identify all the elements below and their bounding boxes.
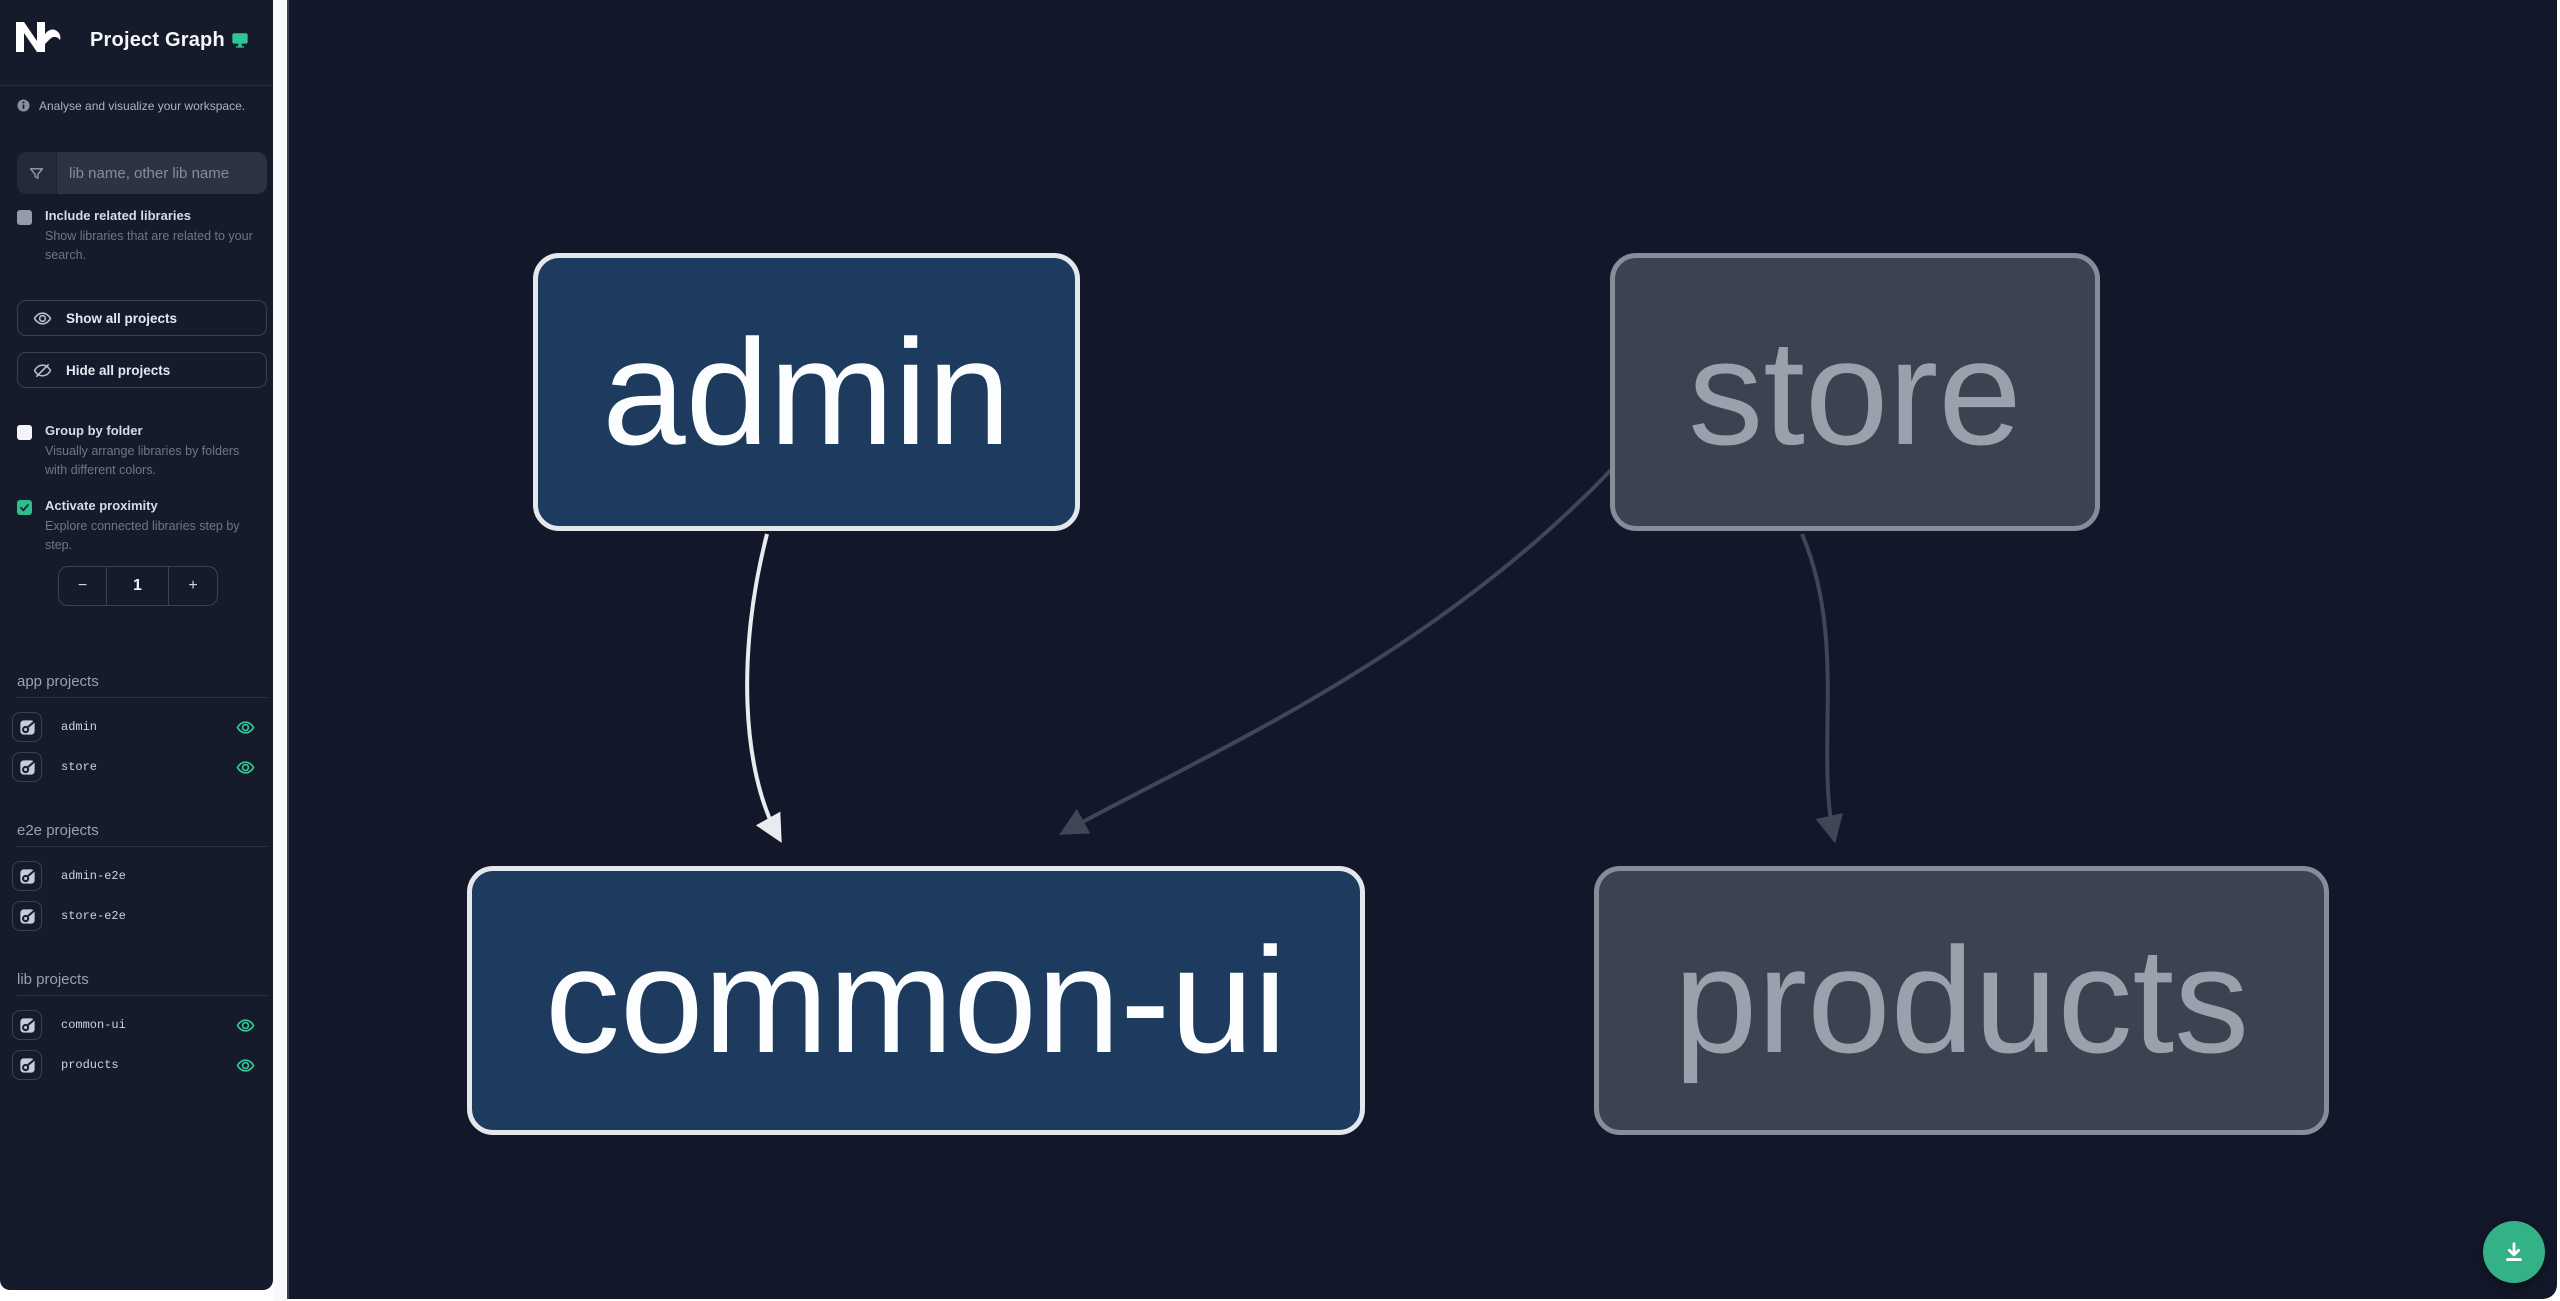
group-by-folder-checkbox[interactable] bbox=[17, 425, 32, 440]
focus-icon bbox=[18, 758, 36, 776]
include-related-group: Include related libraries Show libraries… bbox=[17, 208, 263, 265]
filter-input-group bbox=[17, 152, 267, 194]
filter-funnel-icon bbox=[17, 152, 57, 194]
checkmark-icon bbox=[20, 504, 29, 512]
app-title: Project Graph bbox=[90, 29, 225, 51]
hide-all-projects-label: Hide all projects bbox=[66, 362, 171, 378]
edge-store-to-products[interactable] bbox=[1800, 533, 1843, 844]
tagline-row: Analyse and visualize your workspace. bbox=[17, 98, 263, 114]
graph-edges bbox=[745, 468, 1843, 844]
eye-off-icon bbox=[33, 363, 52, 377]
focus-project-button[interactable] bbox=[12, 861, 42, 891]
visibility-eye-icon[interactable] bbox=[236, 758, 255, 777]
project-row-admin: admin bbox=[12, 712, 267, 742]
include-related-description: Show libraries that are related to your … bbox=[45, 229, 253, 262]
sidebar: Project Graph Analyse and visualize your… bbox=[0, 0, 273, 1290]
project-row-products: products bbox=[12, 1050, 267, 1080]
activate-proximity-checkbox[interactable] bbox=[17, 500, 32, 515]
nx-logo-icon bbox=[14, 20, 62, 54]
section-e2e-projects: e2e projects bbox=[17, 822, 267, 847]
edge-store-to-common-ui[interactable] bbox=[1059, 468, 1613, 835]
activate-proximity-label[interactable]: Activate proximity bbox=[45, 498, 158, 513]
graph-node-admin[interactable]: admin bbox=[533, 253, 1080, 531]
proximity-decrement-button[interactable]: − bbox=[59, 567, 107, 605]
focus-project-button[interactable] bbox=[12, 1050, 42, 1080]
focus-icon bbox=[18, 867, 36, 885]
download-image-button[interactable] bbox=[2483, 1221, 2545, 1283]
project-row-admin-e2e: admin-e2e bbox=[12, 861, 267, 891]
header-divider bbox=[0, 85, 273, 86]
visibility-eye-icon[interactable] bbox=[236, 718, 255, 737]
activate-proximity-group: Activate proximity Explore connected lib… bbox=[17, 498, 263, 555]
visibility-eye-icon[interactable] bbox=[236, 1056, 255, 1075]
filter-input[interactable] bbox=[57, 152, 267, 194]
section-lib-projects: lib projects bbox=[17, 971, 267, 996]
project-name: store bbox=[61, 760, 98, 774]
proximity-value: 1 bbox=[133, 577, 142, 594]
project-name: admin bbox=[61, 720, 98, 734]
proximity-increment-button[interactable]: + bbox=[168, 567, 217, 605]
show-all-projects-button[interactable]: Show all projects bbox=[17, 300, 267, 336]
focus-icon bbox=[18, 907, 36, 925]
brand-row: Project Graph bbox=[0, 0, 273, 85]
visibility-eye-icon[interactable] bbox=[236, 1016, 255, 1035]
project-name: products bbox=[61, 1058, 119, 1072]
focus-icon bbox=[18, 718, 36, 736]
info-icon bbox=[17, 99, 30, 112]
section-app-projects: app projects bbox=[17, 673, 267, 698]
project-row-store-e2e: store-e2e bbox=[12, 901, 267, 931]
graph-node-common-ui[interactable]: common-ui bbox=[467, 866, 1365, 1135]
graph-node-store[interactable]: store bbox=[1610, 253, 2100, 531]
project-name: common-ui bbox=[61, 1018, 126, 1032]
group-by-folder-label[interactable]: Group by folder bbox=[45, 423, 143, 438]
project-name: store-e2e bbox=[61, 909, 126, 923]
debugger-monitor-icon[interactable] bbox=[231, 31, 249, 49]
project-name: admin-e2e bbox=[61, 869, 126, 883]
eye-icon bbox=[33, 311, 52, 325]
focus-project-button[interactable] bbox=[12, 1010, 42, 1040]
focus-icon bbox=[18, 1056, 36, 1074]
focus-project-button[interactable] bbox=[12, 901, 42, 931]
hide-all-projects-button[interactable]: Hide all projects bbox=[17, 352, 267, 388]
project-row-common-ui: common-ui bbox=[12, 1010, 267, 1040]
show-all-projects-label: Show all projects bbox=[66, 310, 178, 326]
include-related-label[interactable]: Include related libraries bbox=[45, 208, 191, 223]
focus-icon bbox=[18, 1016, 36, 1034]
focus-project-button[interactable] bbox=[12, 752, 42, 782]
proximity-stepper: − 1 + bbox=[58, 566, 218, 606]
tagline-text: Analyse and visualize your workspace. bbox=[39, 99, 246, 113]
sidebar-canvas-divider bbox=[273, 0, 287, 1301]
include-related-checkbox[interactable] bbox=[17, 210, 32, 225]
group-by-folder-group: Group by folder Visually arrange librari… bbox=[17, 423, 263, 480]
focus-project-button[interactable] bbox=[12, 712, 42, 742]
group-by-folder-description: Visually arrange libraries by folders wi… bbox=[45, 444, 240, 477]
graph-node-products[interactable]: products bbox=[1594, 866, 2329, 1135]
download-icon bbox=[2506, 1242, 2522, 1261]
edge-admin-to-common-ui[interactable] bbox=[745, 533, 782, 843]
graph-canvas[interactable]: admin store common-ui products bbox=[287, 0, 2557, 1299]
project-row-store: store bbox=[12, 752, 267, 782]
activate-proximity-description: Explore connected libraries step by step… bbox=[45, 519, 240, 552]
